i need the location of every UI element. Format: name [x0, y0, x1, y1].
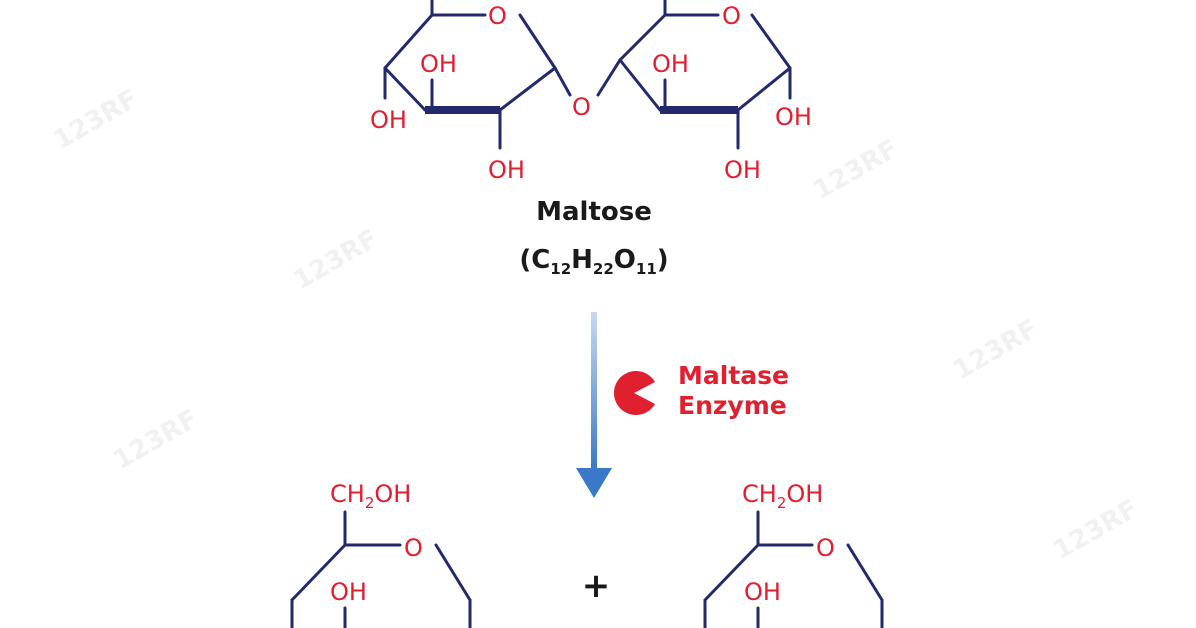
hydroxyl-label: OH [370, 106, 407, 134]
hydroxyl-label: OH [420, 50, 457, 78]
molecular-formula: (C12H22O11) [519, 245, 668, 278]
maltose-ring-1: O OH OH OH [370, 0, 572, 184]
ring-oxygen-label: O [722, 2, 741, 30]
hydroxyl-label: OH [330, 578, 367, 606]
hydroxyl-label: OH [724, 156, 761, 184]
watermark-text: 123RF [949, 314, 1044, 386]
watermark-text: 123RF [109, 404, 204, 476]
hydroxyl-label: OH [488, 156, 525, 184]
reaction-arrow [576, 312, 612, 498]
glucose-left: CH2OH O OH [290, 480, 472, 628]
maltose-ring-2: O OH OH OH [618, 0, 812, 184]
glucose-right: CH2OH O OH [703, 480, 884, 628]
ch2oh-label: CH2OH [742, 480, 823, 512]
enzyme-label-line2: Enzyme [678, 391, 787, 420]
enzyme-icon [613, 371, 655, 415]
plus-sign: + [582, 566, 611, 606]
ch2oh-label: CH2OH [330, 480, 411, 512]
ring-oxygen-label: O [488, 2, 507, 30]
enzyme-label-line1: Maltase [678, 361, 789, 390]
glycosidic-bond: O [572, 58, 622, 121]
hydroxyl-label: OH [775, 103, 812, 131]
hydroxyl-label: OH [652, 50, 689, 78]
bridge-oxygen-label: O [572, 93, 591, 121]
hydroxyl-label: OH [744, 578, 781, 606]
ring-oxygen-label: O [816, 534, 835, 562]
ring-oxygen-label: O [404, 534, 423, 562]
molecule-name: Maltose [536, 197, 652, 227]
watermark-text: 123RF [809, 134, 904, 206]
watermark-text: 123RF [1049, 494, 1144, 566]
watermark-text: 123RF [289, 224, 384, 296]
watermark-text: 123RF [49, 84, 144, 156]
